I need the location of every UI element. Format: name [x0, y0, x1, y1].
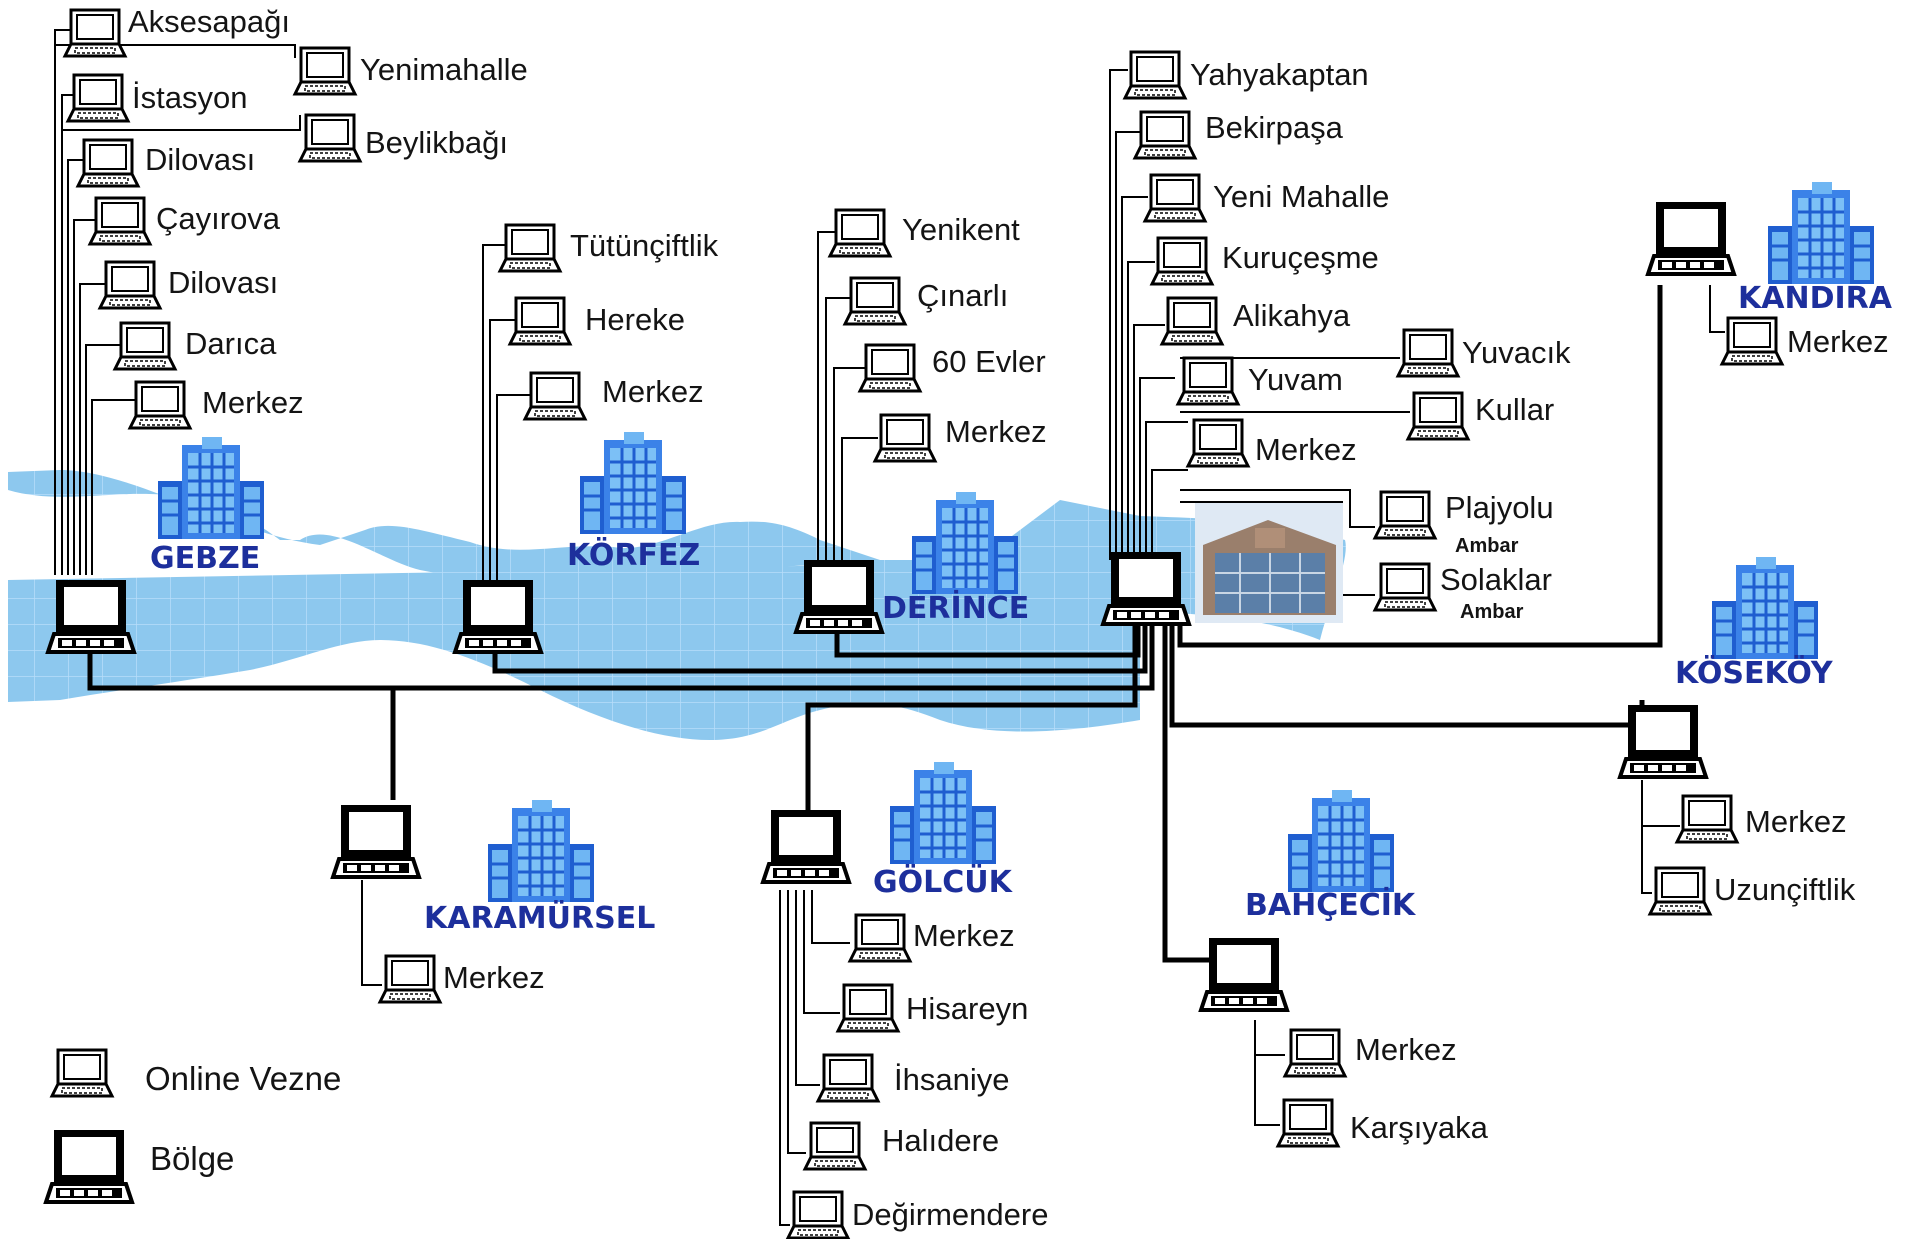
derince-terminals: Yenikent Çınarlı 60 Evler Merkez	[828, 208, 1047, 463]
terminal-label: Yenikent	[902, 212, 1020, 247]
terminal-label: Yahyakaptan	[1190, 57, 1369, 92]
terminal-label: Merkez	[1255, 432, 1357, 467]
terminal-label: Merkez	[913, 918, 1015, 953]
terminal-label: Merkez	[202, 385, 304, 420]
karamursel-region-computer-icon	[331, 803, 421, 879]
bolge-computer-icon	[44, 1128, 134, 1204]
region-labels: GEBZE KÖRFEZ DERİNCE KANDIRA KÖSEKÖY KAR…	[150, 281, 1893, 936]
terminal-label: Aksesapağı	[128, 4, 290, 39]
derince-region-computer-icon	[794, 558, 884, 634]
bahcecik-terminals: Merkez Karşıyaka	[1276, 1028, 1489, 1148]
gebze-building-icon	[156, 435, 266, 541]
terminal-label: 60 Evler	[932, 344, 1046, 379]
golcuk-terminals: Merkez Hisareyn İhsaniye Halıdere Değirm…	[786, 913, 1048, 1239]
terminal-label: Yeni Mahalle	[1213, 179, 1389, 214]
korfez-building-icon	[578, 430, 688, 536]
terminal-label: Merkez	[602, 374, 704, 409]
online-vezne-terminal-icon	[50, 1048, 114, 1098]
terminal-label: Yenimahalle	[360, 52, 528, 87]
branch-links	[54, 29, 1725, 1226]
terminal-label: Merkez	[1787, 324, 1889, 359]
kandira-building-icon	[1766, 180, 1876, 286]
terminal-label: Solaklar	[1440, 562, 1552, 597]
terminal-label: İhsaniye	[894, 1062, 1009, 1097]
kosekoy-label: KÖSEKÖY	[1675, 654, 1834, 691]
gebze-label: GEBZE	[150, 541, 260, 576]
center-terminals: Yahyakaptan Bekirpaşa Yeni Mahalle Kuruç…	[1123, 50, 1571, 623]
center-region-computer-icon	[1101, 550, 1191, 626]
kandira-region-computer-icon	[1646, 200, 1736, 276]
terminal-label: İstasyon	[132, 80, 247, 115]
legend: Online Vezne Bölge	[44, 1048, 341, 1204]
headquarters-photo	[1195, 503, 1343, 623]
terminal-label: Yuvam	[1248, 362, 1343, 397]
terminal-label: Alikahya	[1233, 298, 1351, 333]
ambar-note: Ambar	[1460, 601, 1524, 623]
kandira-label: KANDIRA	[1738, 281, 1893, 316]
terminal-label: Plajyolu	[1445, 490, 1554, 525]
karamursel-building-icon	[486, 798, 596, 904]
terminal-label: Dilovası	[168, 265, 278, 300]
golcuk-region-computer-icon	[761, 808, 851, 884]
gebze-region-computer-icon	[46, 578, 136, 654]
bahcecik-building-icon	[1286, 788, 1396, 894]
terminal-label: Merkez	[1745, 804, 1847, 839]
terminal-label: Darıca	[185, 326, 277, 361]
terminal-label: Merkez	[443, 960, 545, 995]
terminal-label: Merkez	[945, 414, 1047, 449]
terminal-label: Beylikbağı	[365, 125, 508, 160]
terminal-label: Yuvacık	[1462, 335, 1571, 370]
golcuk-label: GÖLCÜK	[873, 863, 1014, 900]
terminal-label: Uzunçiftlik	[1714, 872, 1856, 907]
terminal-label: Değirmendere	[852, 1197, 1048, 1232]
korfez-terminals: Tütünçiftlik Hereke Merkez	[498, 223, 719, 421]
karamursel-terminals: Merkez	[378, 954, 545, 1004]
legend-bolge-label: Bölge	[150, 1140, 234, 1177]
terminal-label: Çınarlı	[917, 278, 1008, 313]
terminal-label: Halıdere	[882, 1123, 999, 1158]
terminal-label: Kullar	[1475, 392, 1554, 427]
derince-building-icon	[910, 490, 1020, 596]
legend-online-vezne-label: Online Vezne	[145, 1060, 341, 1097]
terminal-label: Hisareyn	[906, 991, 1028, 1026]
terminal-label: Bekirpaşa	[1205, 110, 1344, 145]
derince-label: DERİNCE	[882, 590, 1029, 626]
korfez-label: KÖRFEZ	[567, 536, 700, 573]
terminal-label: Hereke	[585, 302, 685, 337]
korfez-region-computer-icon	[453, 578, 543, 654]
ambar-note: Ambar	[1455, 535, 1519, 557]
karamursel-label: KARAMÜRSEL	[424, 899, 655, 936]
terminal-label: Kuruçeşme	[1222, 240, 1379, 275]
kosekoy-building-icon	[1710, 555, 1820, 661]
kosekoy-region-computer-icon	[1618, 703, 1708, 779]
terminal-label: Dilovası	[145, 142, 255, 177]
golcuk-building-icon	[888, 760, 998, 866]
kandira-terminals: Merkez	[1720, 316, 1889, 366]
terminal-label: Karşıyaka	[1350, 1110, 1489, 1145]
kosekoy-terminals: Merkez Uzunçiftlik	[1648, 794, 1856, 916]
bahcecik-region-computer-icon	[1199, 936, 1289, 1012]
gebze-terminals: Aksesapağı Yenimahalle İstasyon Beylikba…	[63, 4, 528, 430]
terminal-label: Çayırova	[156, 201, 281, 236]
terminal-label: Tütünçiftlik	[570, 228, 719, 263]
terminal-label: Merkez	[1355, 1032, 1457, 1067]
bahcecik-label: BAHÇECİK	[1245, 887, 1417, 923]
